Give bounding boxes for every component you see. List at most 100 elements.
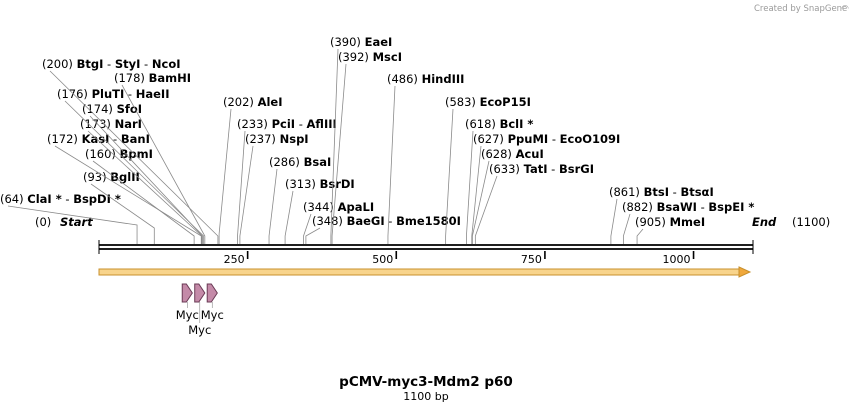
restriction-site[interactable]: (172) KasI - BanI xyxy=(47,132,202,244)
site-label: (174) SfoI xyxy=(82,102,142,116)
site-enzyme-name: PpuMI xyxy=(508,132,549,146)
site-separator: - xyxy=(103,57,114,71)
site-label: (200) BtgI - StyI - NcoI xyxy=(42,57,181,71)
restriction-site[interactable]: (174) SfoI xyxy=(82,102,203,244)
site-enzyme-name: BtgI xyxy=(77,57,104,71)
site-label: (861) BtsI - BtsαI xyxy=(609,185,714,199)
restriction-site[interactable]: (233) PciI - AflIII xyxy=(237,117,337,244)
site-leader-line xyxy=(237,130,246,244)
site-position: (392) xyxy=(338,50,373,64)
site-leader-line xyxy=(49,70,219,244)
site-enzyme-name: PluTI xyxy=(92,87,125,101)
restriction-site[interactable]: (313) BsrDI xyxy=(284,177,355,244)
site-separator: - xyxy=(124,87,135,101)
site-enzyme-name: BclI * xyxy=(500,117,534,131)
end-position: (1100) xyxy=(792,215,830,229)
site-enzyme-name: StyI xyxy=(115,57,141,71)
site-leader-line xyxy=(610,198,618,244)
snapgene-credit: Created by SnapGene xyxy=(754,4,847,14)
site-enzyme-name: BpmI xyxy=(120,147,153,161)
site-leader-line xyxy=(87,130,203,244)
restriction-site[interactable]: (160) BpmI xyxy=(85,147,195,244)
site-leader-line xyxy=(622,213,631,244)
site-enzyme-name: BsaWI xyxy=(657,200,697,214)
site-label: (202) AleI xyxy=(223,95,283,109)
site-enzyme-name: AleI xyxy=(258,95,283,109)
restriction-site[interactable]: (905) MmeI xyxy=(635,215,705,244)
site-label: (233) PciI - AflIII xyxy=(237,117,337,131)
site-leader-line xyxy=(636,228,644,244)
restriction-site[interactable]: (344) ApaLI xyxy=(303,200,374,244)
site-enzyme-name: PciI xyxy=(272,117,295,131)
site-enzyme-name: BtsI xyxy=(644,185,669,199)
restriction-sites: (64) ClaI * - BspDI *(93) BglII (160) Bpm… xyxy=(0,35,754,244)
site-label: (905) MmeI xyxy=(635,215,705,229)
site-position: (233) xyxy=(237,117,272,131)
restriction-site[interactable]: (200) BtgI - StyI - NcoI xyxy=(42,57,219,244)
restriction-site[interactable]: (390) EaeI xyxy=(330,35,392,244)
site-position: (313) xyxy=(285,177,320,191)
feature-myc[interactable]: Myc xyxy=(188,283,211,337)
restriction-site[interactable]: (286) BsaI xyxy=(268,155,331,244)
site-enzyme-name: TatI xyxy=(524,162,548,176)
restriction-site[interactable]: (583) EcoP15I xyxy=(445,95,531,244)
restriction-site[interactable]: (178) BamHI xyxy=(114,71,206,244)
site-label: (313) BsrDI xyxy=(285,177,355,191)
restriction-site[interactable]: (176) PluTI - HaeII xyxy=(57,87,205,244)
restriction-site[interactable]: (861) BtsI - BtsαI xyxy=(609,185,714,244)
site-separator: - xyxy=(140,57,151,71)
restriction-site[interactable]: (202) AleI xyxy=(218,95,283,244)
restriction-site[interactable]: (627) PpuMI - EcoO109I xyxy=(471,132,621,244)
restriction-site[interactable]: (64) ClaI * - BspDI * xyxy=(0,192,138,244)
ruler-tick-label: 500 xyxy=(372,253,393,266)
feature-myc[interactable]: Myc xyxy=(176,283,199,322)
snapgene-logo-icon: ◠ xyxy=(841,4,849,14)
site-position: (202) xyxy=(223,95,258,109)
restriction-site[interactable]: (628) AcuI xyxy=(471,147,544,244)
site-label: (627) PpuMI - EcoO109I xyxy=(473,132,620,146)
restriction-site[interactable]: (882) BsaWI - BspEI * xyxy=(622,200,754,244)
site-enzyme-name: EcoP15I xyxy=(480,95,531,109)
site-leader-line xyxy=(90,183,155,244)
site-separator: - xyxy=(669,185,680,199)
site-enzyme-name: NcoI xyxy=(152,57,181,71)
site-position: (174) xyxy=(82,102,117,116)
feature-myc[interactable]: Myc xyxy=(201,283,224,322)
site-enzyme-name: HindIII xyxy=(422,72,465,86)
site-enzyme-name: BsrGI xyxy=(559,162,594,176)
restriction-site[interactable]: (618) BclI * xyxy=(465,117,533,244)
site-enzyme-name: NarI xyxy=(115,117,142,131)
site-label: (344) ApaLI xyxy=(303,200,374,214)
ruler-tick-label: 750 xyxy=(521,253,542,266)
site-label: (64) ClaI * - BspDI * xyxy=(0,192,121,206)
site-label: (160) BpmI xyxy=(85,147,153,161)
site-enzyme-name: SfoI xyxy=(117,102,142,116)
restriction-site[interactable]: (633) TatI - BsrGI xyxy=(474,162,594,244)
restriction-site[interactable]: (93) BglII xyxy=(83,170,155,244)
restriction-site[interactable]: (237) NspI xyxy=(239,132,309,244)
site-enzyme-name: ApaLI xyxy=(338,200,375,214)
site-position: (178) xyxy=(114,71,149,85)
restriction-site[interactable]: (348) BaeGI - Bme1580I xyxy=(305,214,461,244)
restriction-site[interactable]: (486) HindIII xyxy=(387,72,464,244)
site-leader-line xyxy=(54,145,202,244)
site-position: (93) xyxy=(83,170,110,184)
site-enzyme-name: KasI xyxy=(82,132,110,146)
site-label: (178) BamHI xyxy=(114,71,191,85)
ruler-tick-label: 1000 xyxy=(663,253,691,266)
site-label: (237) NspI xyxy=(245,132,309,146)
site-position: (160) xyxy=(85,147,120,161)
site-position: (882) xyxy=(622,200,657,214)
site-position: (627) xyxy=(473,132,508,146)
site-position: (172) xyxy=(47,132,82,146)
feature-label: Myc xyxy=(176,308,199,322)
site-position: (286) xyxy=(269,155,304,169)
site-leader-line xyxy=(466,130,474,244)
site-separator: - xyxy=(697,200,708,214)
site-enzyme-name: BaeGI xyxy=(347,214,385,228)
site-leader-line xyxy=(218,108,232,244)
restriction-site[interactable]: (392) MscI xyxy=(331,50,402,244)
map-title: pCMV-myc3-Mdm2 p60 xyxy=(339,374,513,390)
